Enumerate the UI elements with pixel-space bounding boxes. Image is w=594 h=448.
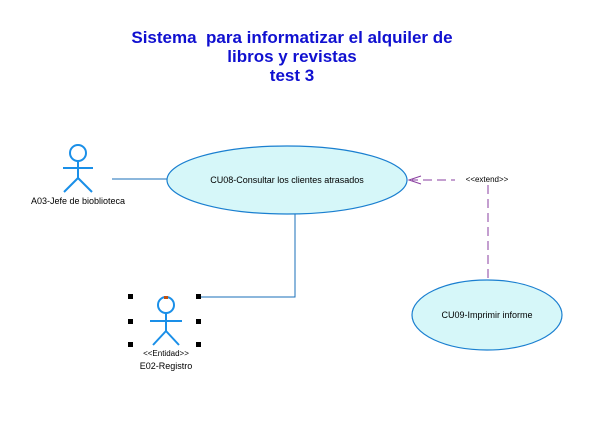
actor-e02-stereotype: <<Entidad>> [143,349,189,358]
selection-handle-top-left[interactable] [128,294,133,299]
extend-label: <<extend>> [466,175,509,184]
title-line-1: Sistema para informatizar el alquiler de [131,28,453,47]
selection-handle-middle-right[interactable] [196,319,201,324]
title-line-2: libros y revistas [227,47,357,66]
use-case-cu08-label: CU08-Consultar los clientes atrasados [210,175,364,185]
actor-a03-name: A03-Jefe de bioblioteca [31,196,125,206]
use-case-cu09-label: CU09-Imprimir informe [441,310,532,320]
selection-handle-bottom-left[interactable] [128,342,133,347]
actor-stick-figure-icon [150,296,182,346]
actor-a03[interactable]: A03-Jefe de bioblioteca [31,144,125,206]
selection-handle-middle-left[interactable] [128,319,133,324]
association-e02-cu08[interactable] [200,213,296,298]
actor-e02-name: E02-Registro [140,361,193,371]
actor-e02[interactable]: <<Entidad>> E02-Registro [140,296,193,371]
selection-handle-bottom-right[interactable] [196,342,201,347]
diagram-title: Sistema para informatizar el alquiler de… [92,28,492,85]
selection-handle-top-right[interactable] [196,294,201,299]
title-line-3: test 3 [269,66,315,85]
use-case-cu09[interactable]: CU09-Imprimir informe [411,279,563,351]
extend-cu09-cu08[interactable] [412,179,489,278]
actor-e02-anchor-marker [164,296,168,299]
selection-handles[interactable] [128,294,201,347]
extend-arrowhead [407,175,422,185]
actor-stick-figure-icon [63,144,93,193]
use-case-cu08[interactable]: CU08-Consultar los clientes atrasados [166,145,408,215]
extend-label-background [455,172,519,185]
